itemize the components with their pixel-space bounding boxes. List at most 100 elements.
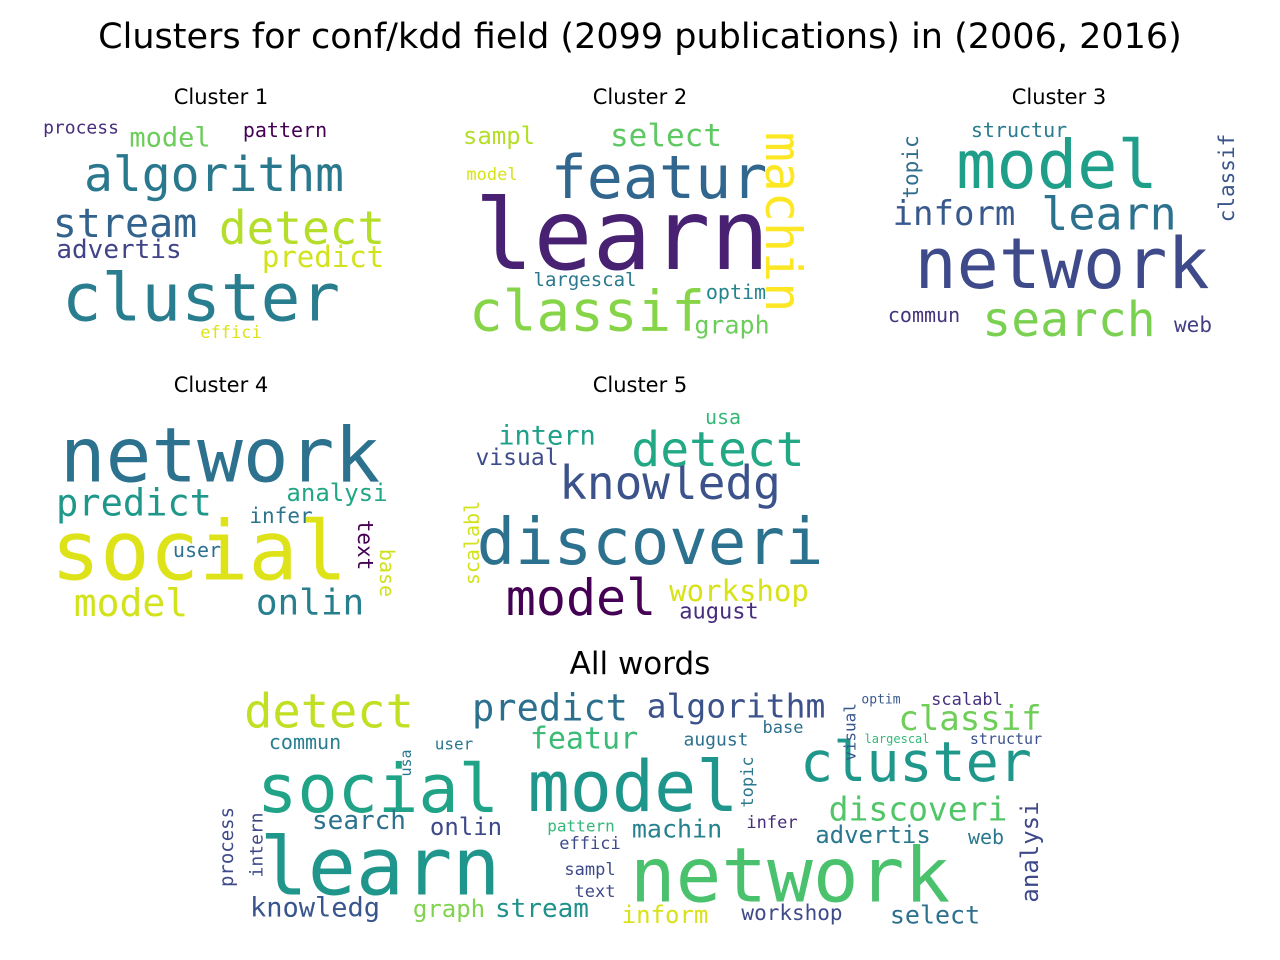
- word-topic: topic: [738, 756, 758, 807]
- word-network: network: [630, 831, 950, 920]
- word-commun: commun: [888, 303, 960, 327]
- word-august: august: [679, 600, 758, 625]
- word-optim: optim: [706, 280, 766, 304]
- word-infer: infer: [249, 504, 312, 528]
- panel-title-all-words: All words: [570, 646, 711, 682]
- word-network: network: [914, 223, 1209, 305]
- word-effici: effici: [559, 834, 620, 854]
- word-discoveri: discoveri: [829, 790, 1008, 829]
- word-detect: detect: [244, 685, 414, 740]
- word-detect: detect: [219, 201, 385, 255]
- word-inform: inform: [893, 194, 1016, 234]
- word-commun: commun: [269, 730, 341, 754]
- word-classif: classif: [1215, 134, 1239, 223]
- word-workshop: workshop: [741, 901, 842, 925]
- word-featur: featur: [530, 722, 638, 757]
- panel-title-cluster-1: Cluster 1: [174, 85, 269, 109]
- word-infer: infer: [746, 813, 797, 833]
- figure-title: Clusters for conf/kdd field (2099 public…: [98, 17, 1182, 57]
- word-model: model: [528, 746, 739, 828]
- word-base: base: [763, 718, 804, 738]
- word-graph: graph: [694, 311, 769, 340]
- word-learn: learn: [474, 179, 769, 293]
- word-onlin: onlin: [430, 813, 502, 841]
- word-advertis: advertis: [815, 821, 931, 849]
- panel-title-cluster-5: Cluster 5: [593, 373, 688, 397]
- word-user: user: [435, 735, 474, 754]
- word-pattern: pattern: [243, 118, 327, 142]
- word-predict: predict: [472, 687, 628, 730]
- word-intern: intern: [247, 812, 268, 877]
- word-model: model: [74, 581, 188, 625]
- word-largescal: largescal: [534, 269, 637, 291]
- word-model: model: [129, 123, 210, 154]
- word-process: process: [43, 118, 119, 139]
- word-machin: machin: [754, 132, 812, 313]
- word-text: text: [353, 520, 377, 571]
- word-stream: stream: [495, 894, 589, 924]
- word-analysi: analysi: [1016, 801, 1044, 902]
- word-inform: inform: [622, 901, 709, 929]
- word-graph: graph: [413, 895, 485, 923]
- word-learn: learn: [260, 821, 501, 914]
- word-effici: effici: [200, 323, 261, 343]
- panel-title-cluster-4: Cluster 4: [174, 373, 269, 397]
- word-topic: topic: [899, 135, 923, 198]
- word-base: base: [375, 549, 399, 597]
- word-machin: machin: [632, 815, 722, 844]
- word-predict: predict: [262, 240, 384, 274]
- word-august: august: [683, 730, 748, 751]
- word-text: text: [575, 882, 616, 902]
- word-stream: stream: [53, 201, 198, 247]
- word-optim: optim: [861, 693, 900, 708]
- word-select: select: [610, 118, 722, 154]
- word-algorithm: algorithm: [84, 147, 344, 203]
- word-search: search: [982, 292, 1155, 348]
- word-workshop: workshop: [669, 574, 809, 608]
- word-social: social: [257, 750, 499, 828]
- word-classif: classif: [469, 280, 705, 345]
- wordcloud-panel-cluster-3: Cluster 3networkmodellearnsearchinformst…: [888, 85, 1239, 348]
- word-cluster: cluster: [62, 260, 340, 337]
- word-usa: usa: [397, 749, 415, 776]
- word-knowledg: knowledg: [250, 893, 380, 924]
- word-classif: classif: [898, 699, 1041, 739]
- word-sampl: sampl: [463, 122, 535, 150]
- word-detect: detect: [631, 422, 804, 478]
- word-onlin: onlin: [256, 583, 364, 624]
- panel-title-cluster-2: Cluster 2: [593, 85, 688, 109]
- word-featur: featur: [551, 143, 768, 213]
- word-knowledg: knowledg: [559, 456, 781, 510]
- word-structur: structur: [971, 118, 1067, 142]
- word-social: social: [51, 505, 347, 600]
- word-cluster: cluster: [800, 730, 1032, 794]
- word-select: select: [890, 901, 980, 930]
- word-largescal: largescal: [864, 732, 929, 746]
- word-web: web: [968, 825, 1004, 849]
- word-search: search: [312, 806, 406, 836]
- word-discoveri: discoveri: [477, 506, 824, 580]
- word-pattern: pattern: [547, 817, 614, 836]
- word-visual: visual: [841, 703, 860, 761]
- word-algorithm: algorithm: [647, 687, 826, 726]
- word-web: web: [1174, 313, 1212, 337]
- word-scalabl: scalabl: [931, 690, 1003, 710]
- word-process: process: [216, 807, 238, 887]
- word-sampl: sampl: [564, 860, 615, 880]
- word-analysi: analysi: [286, 479, 387, 507]
- word-intern: intern: [498, 421, 596, 452]
- word-predict: predict: [56, 482, 212, 525]
- word-advertis: advertis: [56, 235, 181, 265]
- word-usa: usa: [705, 405, 741, 429]
- word-model: model: [506, 569, 657, 627]
- word-scalabl: scalabl: [460, 501, 484, 585]
- word-learn: learn: [1041, 188, 1176, 241]
- word-model: model: [956, 126, 1158, 204]
